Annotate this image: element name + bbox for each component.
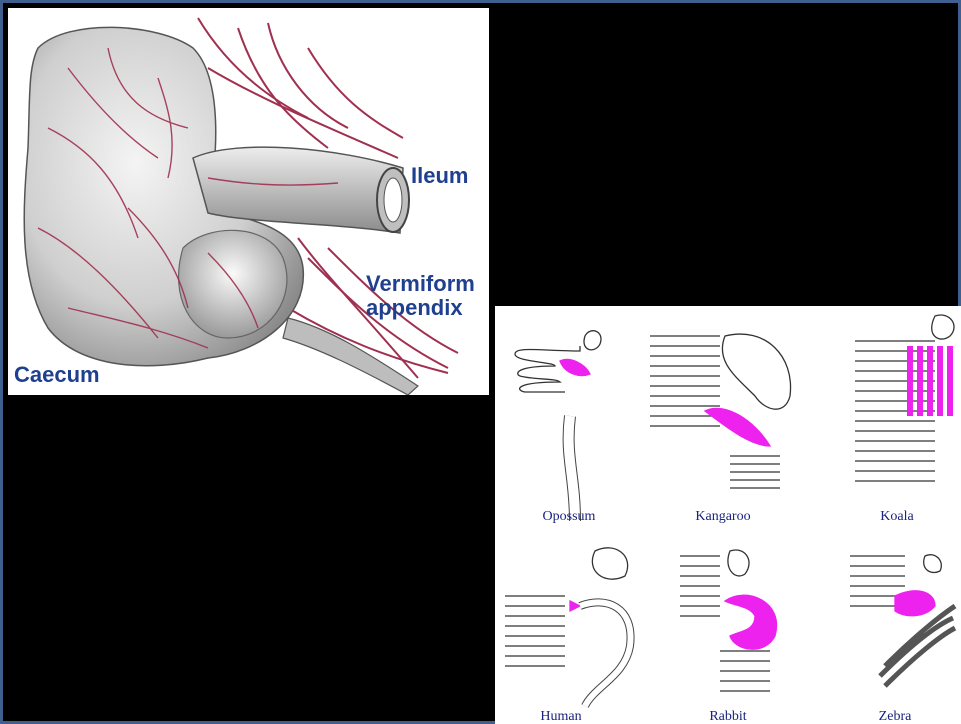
zebra-gut (850, 555, 955, 686)
ileum-label: Ileum (411, 164, 468, 188)
species-label-koala: Koala (847, 509, 947, 525)
rabbit-gut (680, 550, 777, 691)
koala-gut (855, 315, 954, 481)
caecum-drawing (8, 8, 489, 395)
vermiform-label-line1: Vermiform (366, 272, 475, 296)
species-gut-comparison: Opossum Kangaroo Koala Human Rabbit Zebr… (495, 306, 961, 724)
species-label-rabbit: Rabbit (678, 709, 778, 724)
vermiform-appendix-label: Vermiform appendix (366, 272, 475, 320)
opossum-gut (515, 331, 601, 521)
species-label-zebra: Zebra (845, 709, 945, 724)
kangaroo-gut (650, 334, 791, 488)
appendix (283, 318, 418, 395)
caecum-label: Caecum (14, 363, 100, 387)
species-label-opossum: Opossum (519, 509, 619, 525)
human-gut (505, 548, 631, 706)
species-label-kangaroo: Kangaroo (673, 509, 773, 525)
vermiform-label-line2: appendix (366, 296, 475, 320)
species-label-human: Human (511, 709, 611, 724)
caecum-anatomy-illustration: Ileum Vermiform appendix Caecum (8, 8, 489, 395)
